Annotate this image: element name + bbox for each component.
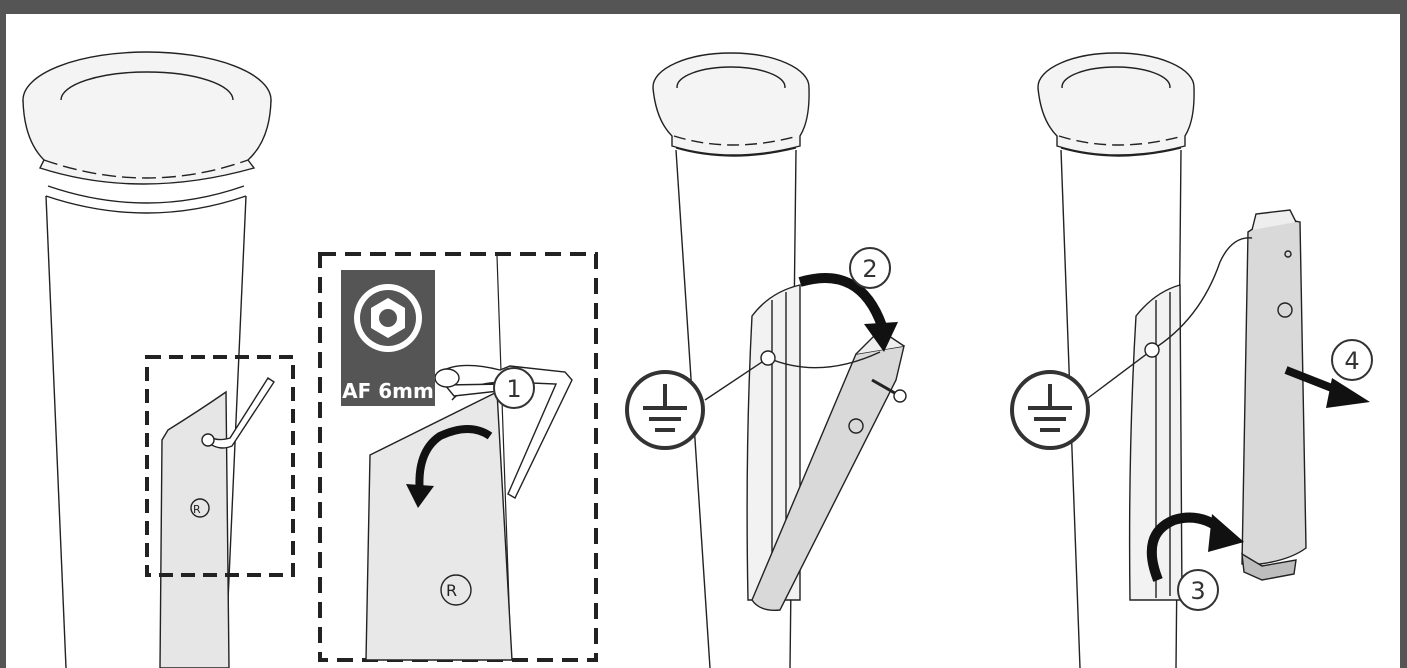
svg-text:4: 4 [1344, 347, 1359, 375]
step-1-marker: 1 [493, 367, 535, 409]
svg-text:R: R [193, 503, 201, 516]
svg-text:2: 2 [862, 255, 877, 283]
zoom-detail-box [318, 252, 598, 662]
zoom-detail: R [318, 252, 598, 662]
top-frame-bar [0, 0, 1407, 14]
RT-logo-icon [1277, 302, 1293, 318]
rotate-arrow-icon [415, 425, 493, 495]
ground-symbol-icon [625, 370, 705, 450]
left-frame-bar [0, 0, 6, 668]
post-open-door [652, 52, 907, 668]
ground-symbol-icon [1010, 370, 1090, 450]
detail-inset-box [145, 355, 295, 577]
swing-arrow-icon [1146, 512, 1226, 582]
svg-text:3: 3 [1190, 577, 1205, 605]
tool-size-badge: AF 6mm [341, 270, 435, 406]
right-frame-bar [1400, 0, 1407, 668]
step-3-marker: 3 [1177, 569, 1219, 611]
svg-text:R: R [446, 581, 457, 600]
post-door-removed [1037, 52, 1307, 668]
post-overview: R [22, 51, 275, 668]
tool-size-label: AF 6mm [342, 379, 434, 403]
RT-logo-icon [190, 498, 210, 518]
RT-logo-icon [440, 574, 472, 606]
RT-logo-icon [848, 418, 864, 434]
lift-arrow-icon [798, 273, 887, 328]
step-2-marker: 2 [849, 247, 891, 289]
step-4-marker: 4 [1331, 339, 1373, 381]
svg-text:1: 1 [506, 375, 521, 403]
